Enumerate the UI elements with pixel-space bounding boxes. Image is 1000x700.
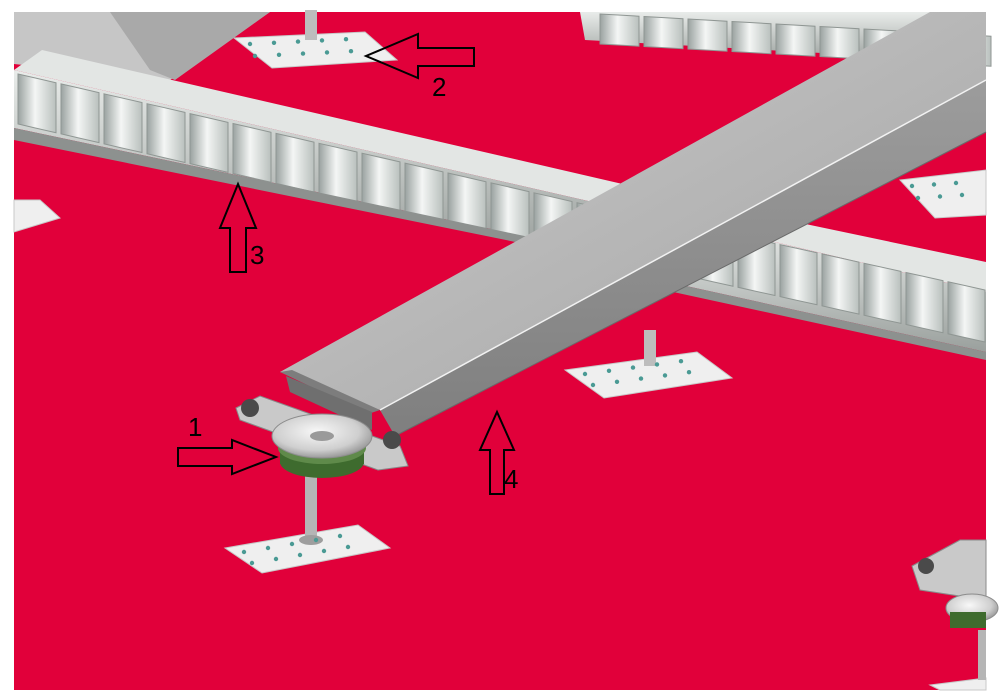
rail-cell (60, 83, 100, 144)
rail-cell (687, 18, 728, 52)
vibration-mount-partial (911, 539, 999, 680)
callout-arrow-4 (478, 409, 516, 495)
rail-cell (146, 103, 186, 164)
callout-arrow-1 (177, 438, 279, 476)
rail-cell (17, 73, 57, 134)
callout-label-3: 3 (250, 240, 264, 270)
callout-label-2: 2 (432, 72, 446, 102)
rail-cell (599, 13, 640, 47)
callout-label-4: 4 (504, 464, 518, 494)
rail-cell (863, 262, 902, 325)
rail-cell (103, 93, 143, 154)
vibration-mount-1 (235, 395, 409, 478)
callout-arrow-3 (218, 181, 258, 273)
rail-cell (775, 23, 816, 57)
main-beam-4 (280, 12, 987, 437)
base-plate-bottom (223, 470, 392, 574)
base-plate-bottom-right (928, 677, 987, 691)
rail-cell (819, 25, 860, 60)
base-plate-center (563, 330, 734, 399)
rail-cell (232, 122, 272, 183)
rail-cell (275, 132, 315, 193)
rail-cell (779, 243, 818, 306)
rail-cell (189, 112, 229, 173)
rail-cell (821, 253, 860, 315)
callout-label-1: 1 (188, 412, 202, 442)
rail-cell (643, 15, 684, 50)
rail-cell (318, 142, 358, 203)
rail-cell (905, 271, 944, 334)
rail-cell (731, 20, 772, 55)
callout-arrow-2 (363, 32, 475, 80)
base-plate-left (13, 199, 61, 233)
rail-cell (947, 281, 986, 343)
plate-holes (241, 37, 965, 566)
base-plate-right-top (898, 169, 987, 219)
